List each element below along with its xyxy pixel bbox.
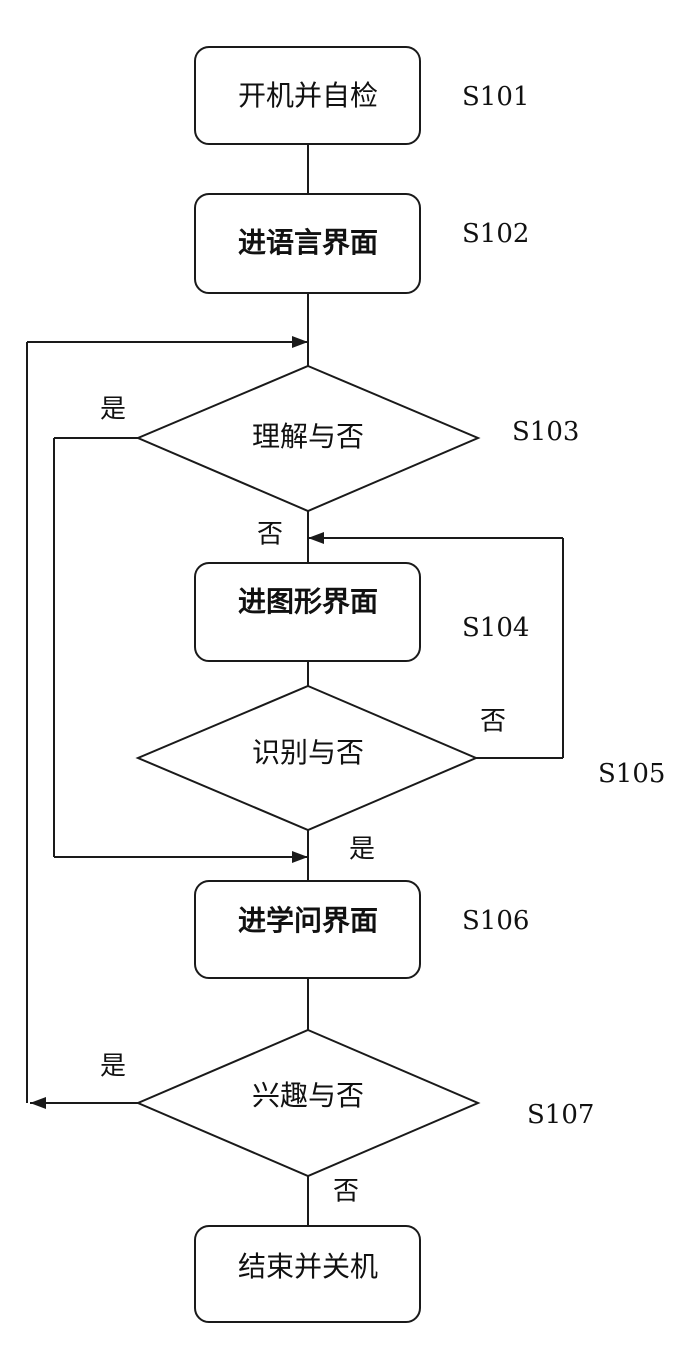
node-s103-label: 理解与否 xyxy=(252,420,364,453)
step-id-s104: S104 xyxy=(462,613,529,643)
edge-label-s107-yes: 是 xyxy=(100,1052,126,1082)
node-s107: 兴趣与否 xyxy=(135,1028,481,1178)
node-end: 结束并关机 xyxy=(194,1225,421,1323)
edge-label-s103-yes: 是 xyxy=(100,395,126,425)
step-id-s106: S106 xyxy=(462,906,529,936)
node-s106: 进学问界面 xyxy=(194,880,421,979)
edge-label-s107-no: 否 xyxy=(333,1177,359,1207)
node-s104: 进图形界面 xyxy=(194,562,421,662)
edge-label-s103-no: 否 xyxy=(257,520,283,550)
step-id-s107: S107 xyxy=(527,1100,594,1130)
node-s101: 开机并自检 xyxy=(194,46,421,145)
node-s102: 进语言界面 xyxy=(194,193,421,294)
step-id-s103: S103 xyxy=(512,417,579,447)
node-s104-label: 进图形界面 xyxy=(238,585,378,618)
node-s103: 理解与否 xyxy=(135,364,481,513)
node-s102-label: 进语言界面 xyxy=(238,226,378,259)
step-id-s105: S105 xyxy=(598,759,665,789)
node-s105-label: 识别与否 xyxy=(252,736,364,769)
edge-label-s105-yes: 是 xyxy=(349,835,375,865)
step-id-s102: S102 xyxy=(462,219,529,249)
edge-label-s105-no: 否 xyxy=(480,707,506,737)
node-s107-label: 兴趣与否 xyxy=(252,1079,364,1112)
node-s106-label: 进学问界面 xyxy=(238,904,378,937)
node-s101-label: 开机并自检 xyxy=(238,79,378,112)
node-end-label: 结束并关机 xyxy=(238,1250,378,1283)
step-id-s101: S101 xyxy=(462,82,529,112)
node-s105: 识别与否 xyxy=(135,684,479,832)
